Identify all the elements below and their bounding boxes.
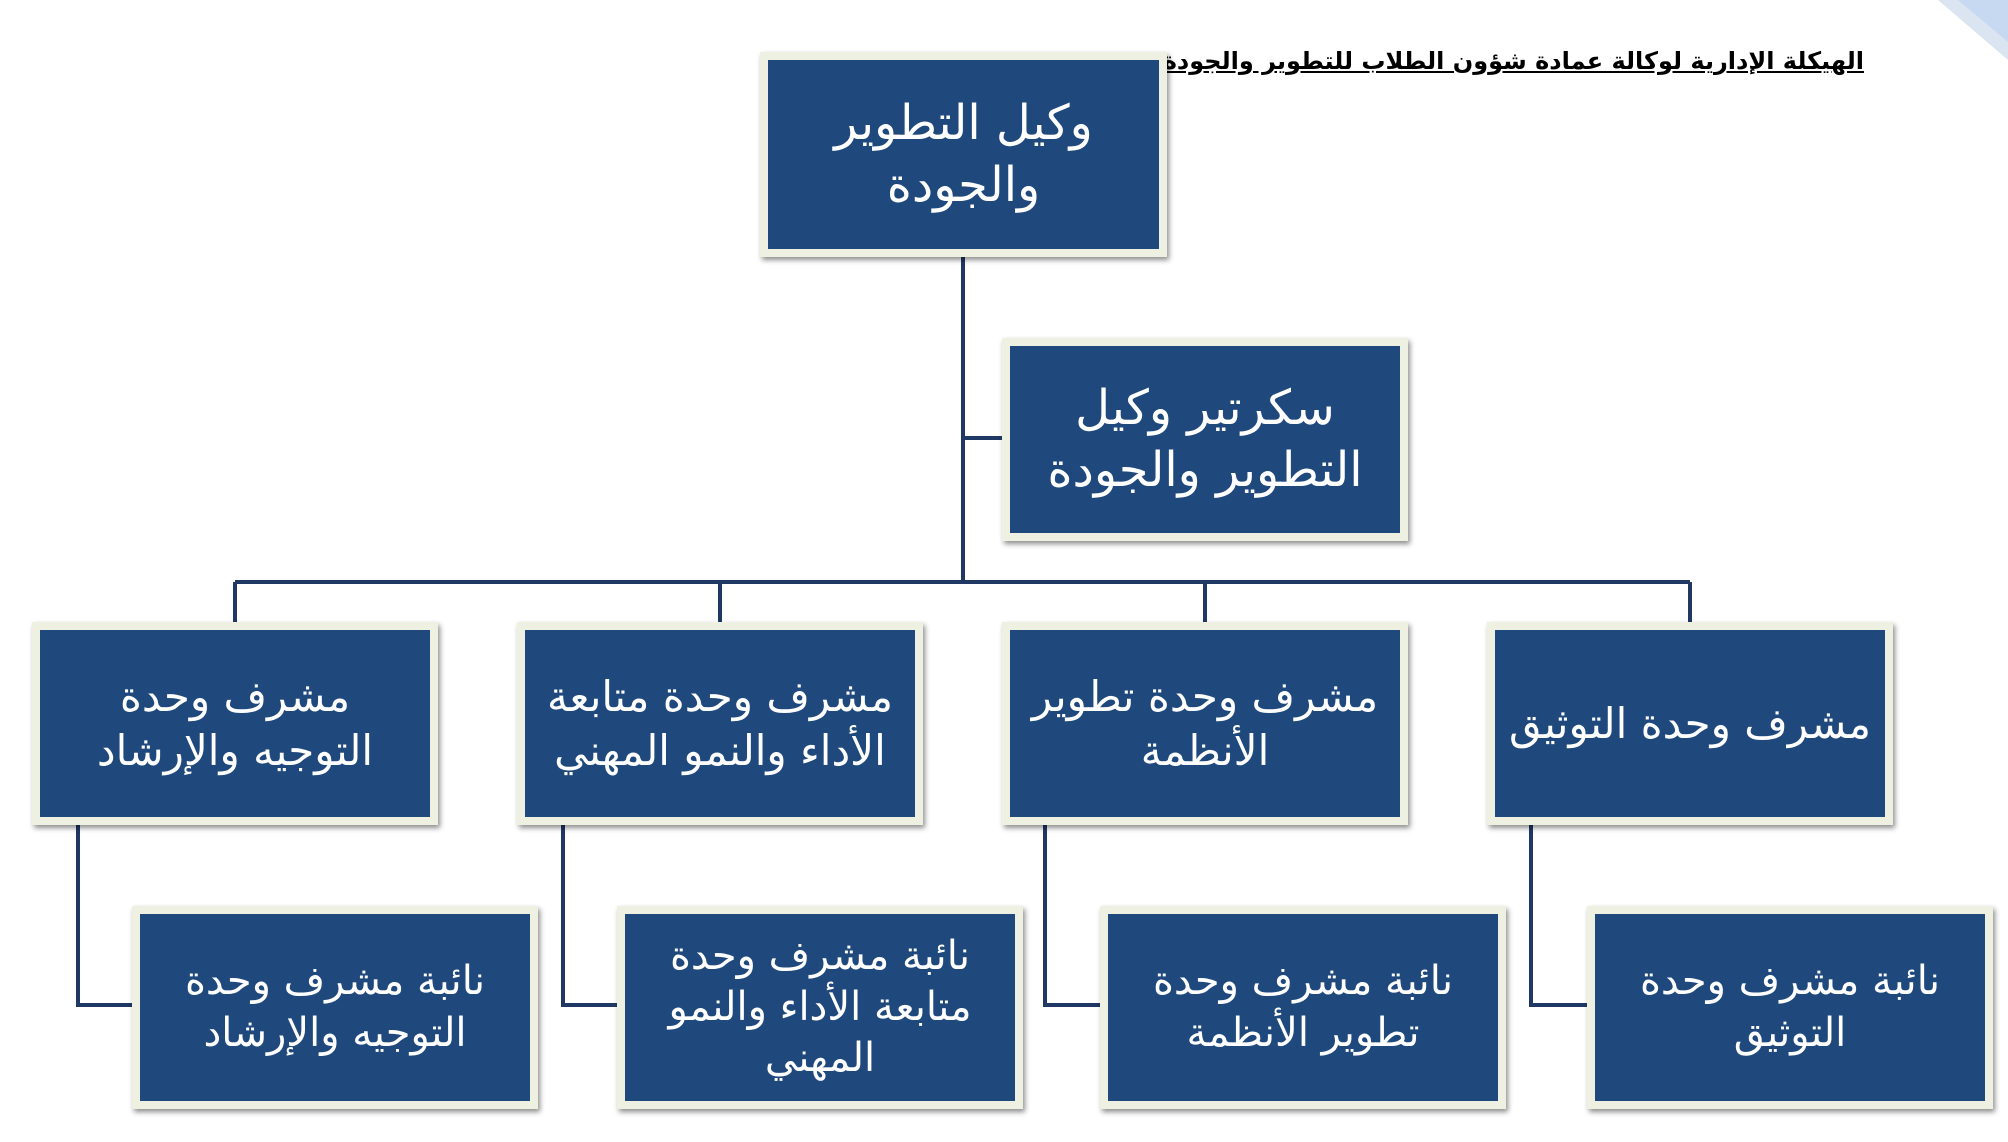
page-title: الهيكلة الإدارية لوكالة عمادة شؤون الطلا… (1153, 47, 1864, 75)
deputy-box-guidance: نائبة مشرف وحدة التوجيه والإرشاد (132, 906, 538, 1109)
deputy-box-documentation: نائبة مشرف وحدة التوثيق (1587, 906, 1993, 1109)
deputy-connector-1 (76, 825, 135, 1007)
secretary-label: سكرتير وكيل التطوير والجودة (1047, 380, 1363, 498)
supervisor-box-performance: مشرف وحدة متابعة الأداء والنمو المهني (517, 622, 923, 825)
deputy-label: نائبة مشرف وحدة التوجيه والإرشاد (184, 958, 486, 1056)
deputy-box-systems: نائبة مشرف وحدة تطوير الأنظمة (1100, 906, 1506, 1109)
deputy-label: نائبة مشرف وحدة متابعة الأداء والنمو الم… (668, 932, 972, 1082)
deputy-connector-3 (1043, 825, 1103, 1007)
deputy-connector-2 (561, 825, 620, 1007)
supervisor-label: مشرف وحدة تطوير الأنظمة (1031, 671, 1379, 775)
supervisor-box-documentation: مشرف وحدة التوثيق (1487, 622, 1893, 825)
supervisor-label: مشرف وحدة متابعة الأداء والنمو المهني (546, 671, 894, 775)
supervisor-label: مشرف وحدة التوجيه والإرشاد (96, 671, 374, 775)
supervisor-box-systems: مشرف وحدة تطوير الأنظمة (1002, 622, 1408, 825)
head-box: وكيل التطوير والجودة (760, 52, 1167, 257)
head-label: وكيل التطوير والجودة (834, 95, 1093, 213)
corner-accent-decoration (1938, 0, 2008, 60)
supervisor-box-guidance: مشرف وحدة التوجيه والإرشاد (32, 622, 438, 825)
deputy-connector-4 (1529, 825, 1590, 1007)
deputy-box-performance: نائبة مشرف وحدة متابعة الأداء والنمو الم… (617, 906, 1023, 1109)
supervisor-label: مشرف وحدة التوثيق (1509, 698, 1871, 748)
secretary-box: سكرتير وكيل التطوير والجودة (1002, 338, 1408, 541)
deputy-label: نائبة مشرف وحدة التوثيق (1639, 958, 1941, 1056)
deputy-label: نائبة مشرف وحدة تطوير الأنظمة (1152, 958, 1454, 1056)
